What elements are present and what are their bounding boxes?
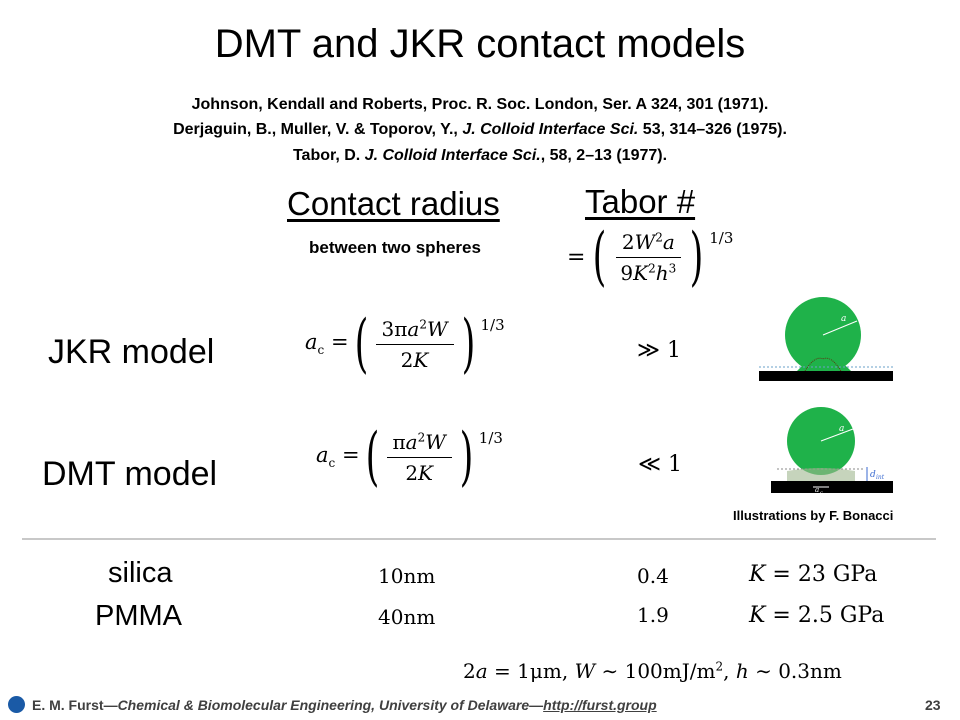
contact-radius-heading: Contact radius — [287, 185, 500, 222]
parameter-work: 100mJ/m — [624, 659, 716, 683]
reference-jkr: Johnson, Kendall and Roberts, Proc. R. S… — [191, 96, 769, 113]
university-logo-icon — [8, 696, 25, 713]
footer-credit: E. M. Furst—Chemical & Biomolecular Engi… — [32, 697, 657, 713]
page-number: 23 — [925, 697, 941, 713]
pmma-modulus: K = 2.5 GPa — [749, 603, 885, 628]
section-divider — [22, 538, 936, 540]
jkr-radius-line — [822, 320, 858, 336]
dmt-separation-subscript: int — [876, 474, 885, 481]
pmma-modulus-value: 2.5 GPa — [797, 603, 885, 628]
tabor-heading: Tabor # — [585, 183, 696, 220]
dmt-tabor-comparison: ≪ 1 — [638, 452, 683, 477]
reference-dmt: Derjaguin, B., Muller, V. & Toporov, Y.,… — [0, 121, 960, 139]
dmt-illustration: a d int a c — [771, 407, 893, 496]
dmt-radius-line — [820, 428, 854, 442]
jkr-tabor-comparison: ≫ 1 — [637, 338, 682, 363]
slide-title: DMT and JKR contact models — [214, 22, 746, 66]
silica-modulus: K = 23 GPa — [749, 562, 878, 587]
dmt-substrate — [771, 481, 893, 493]
silica-tabor-number: 0.4 — [637, 564, 669, 588]
reference-tabor-details: , 58, 2–13 (1977). — [540, 147, 668, 164]
illustration-credit: Illustrations by F. Bonacci — [733, 508, 894, 523]
footer-link[interactable]: http://furst.group — [543, 697, 657, 713]
material-pmma-label: PMMA — [95, 600, 182, 632]
jkr-substrate — [759, 371, 893, 381]
material-silica-label: silica — [108, 557, 173, 589]
dmt-radius-label: a — [839, 424, 844, 434]
dmt-separation-label: d — [870, 470, 876, 480]
reference-dmt-authors: Derjaguin, B., Muller, V. & Toporov, Y., — [173, 121, 463, 138]
reference-tabor-authors: Tabor, D. — [292, 147, 365, 164]
jkr-model-label: JKR model — [48, 333, 215, 371]
pmma-tabor-number: 1.9 — [637, 603, 669, 627]
parameter-diameter: 1μm — [517, 659, 562, 683]
parameter-gap: 0.3nm — [778, 659, 842, 683]
silica-modulus-value: 23 GPa — [797, 562, 878, 587]
reference-dmt-journal: J. Colloid Interface Sci. — [462, 121, 639, 138]
parameter-assumptions: 2a = 1μm, W ∼ 100mJ/m2, h ∼ 0.3nm — [463, 659, 842, 683]
reference-tabor: Tabor, D. J. Colloid Interface Sci., 58,… — [0, 147, 960, 165]
dmt-contact-subscript: c — [820, 490, 823, 496]
reference-tabor-journal: J. Colloid Interface Sci. — [364, 147, 541, 164]
dmt-model-label: DMT model — [42, 455, 218, 493]
footer-author: E. M. Furst — [32, 697, 104, 713]
contact-radius-subheading: between two spheres — [309, 238, 481, 257]
dmt-interaction-field — [787, 468, 855, 481]
jkr-radius-label: a — [841, 314, 846, 324]
footer-affiliation: Chemical & Biomolecular Engineering, Uni… — [117, 697, 530, 713]
dmt-contact-label: a — [815, 486, 819, 494]
silica-contact-radius: 10nm — [378, 564, 436, 588]
pmma-contact-radius: 40nm — [378, 605, 436, 629]
jkr-illustration: a — [759, 297, 893, 381]
jkr-neck — [797, 360, 851, 371]
reference-dmt-details: 53, 314–326 (1975). — [638, 121, 787, 138]
